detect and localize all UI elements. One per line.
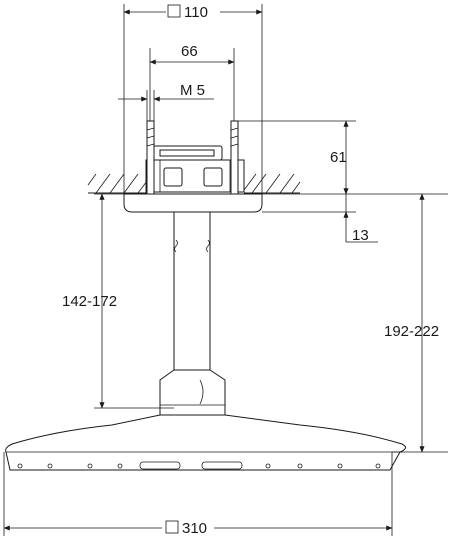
dim-head-width-label: 310: [182, 520, 207, 537]
bolt-left: [146, 120, 155, 195]
bolt-right: [230, 120, 239, 195]
dim-bolt-spacing-label: 66: [181, 43, 198, 60]
dim-box-width-label: 110: [184, 4, 208, 21]
dim-head-310: 310: [3, 452, 393, 537]
dim-arm-length: 142-172: [62, 193, 174, 409]
ceiling-hatch-left: [87, 173, 151, 194]
dim-thread: M 5: [118, 82, 214, 121]
dim-housing-height: 61: [238, 120, 448, 195]
spray-nozzles: [17, 461, 381, 470]
dim-thread-label: M 5: [180, 82, 205, 99]
dim-box-110: 110: [123, 4, 263, 194]
dim-plate-offset-label: 13: [352, 227, 369, 244]
dim-bolt-spacing: 66: [149, 43, 235, 121]
dim-plate-offset: 13: [262, 194, 378, 244]
shower-arm: [173, 211, 211, 371]
shower-head: [5, 414, 406, 471]
mounting-housing: [145, 145, 245, 193]
dim-total-height-label: 192-222: [384, 323, 439, 340]
dim-total-height: 192-222: [384, 193, 448, 453]
dim-arm-length-label: 142-172: [62, 293, 117, 310]
ceiling-hatch-right: [243, 173, 301, 194]
dim-housing-height-label: 61: [330, 149, 347, 166]
ceiling-plate: [123, 193, 263, 213]
